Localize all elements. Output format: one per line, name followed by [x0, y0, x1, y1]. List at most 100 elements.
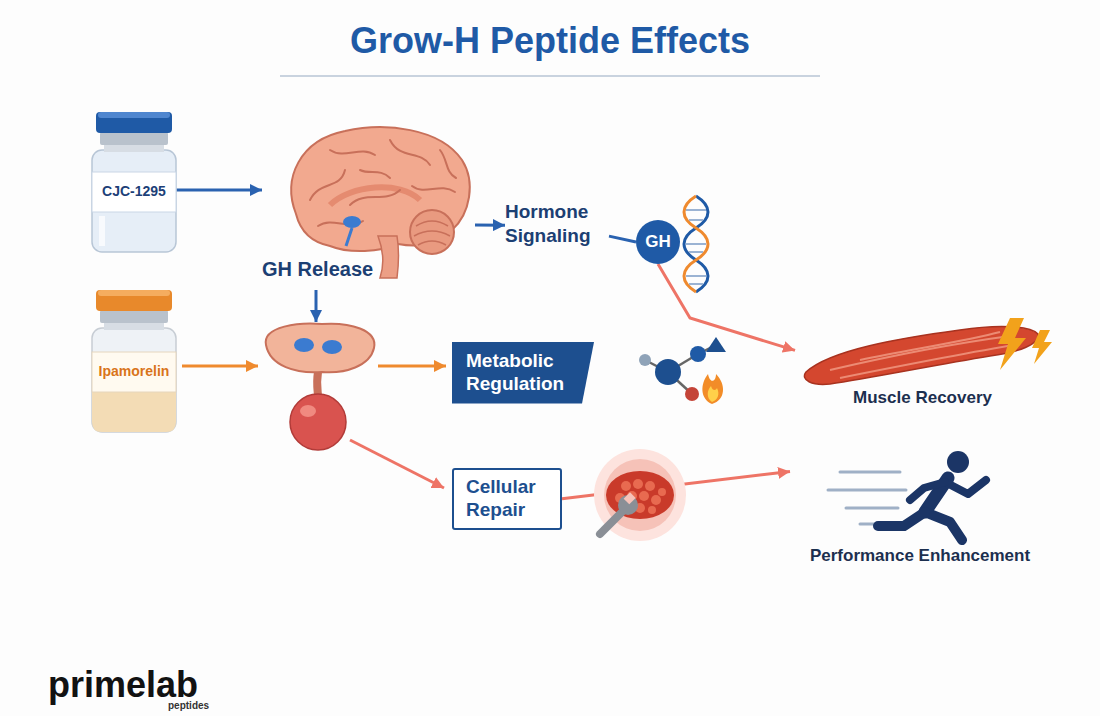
banner-box: Metabolic Regulation [452, 342, 594, 404]
brain-illustration-part [343, 216, 361, 228]
brain-illustration-part-part [310, 170, 345, 200]
brain-illustration-part-part [350, 190, 400, 205]
dna-helix-part [684, 196, 708, 292]
runner-illustration-part-part [925, 512, 962, 540]
muscle-illustration-part-part [840, 344, 1020, 378]
vial-illustration-part [98, 290, 170, 296]
runner-illustration-part-part [910, 482, 945, 500]
runner-illustration-part-part [846, 507, 898, 510]
flow-arrows-part [350, 440, 444, 488]
runner-illustration-part-part [828, 489, 906, 492]
dna-helix-part-part [686, 243, 706, 245]
flow-arrow [609, 236, 636, 242]
gh-circle: GH [636, 220, 680, 264]
molecule-icon-part [639, 354, 651, 366]
vial-illustration-part [100, 132, 168, 145]
cell-repair-icon-part-part [633, 479, 643, 489]
vial-illustration-part [98, 112, 170, 118]
flow-arrow [658, 264, 795, 350]
runner-illustration-part-part [945, 480, 986, 494]
runner-illustration-part [828, 472, 906, 524]
vial-illustration-part [104, 144, 164, 152]
muscle-illustration [804, 318, 1052, 384]
dna-helix-part-part [689, 251, 703, 253]
brain-illustration-part-part [390, 140, 430, 165]
cell-repair-icon-part-part [639, 491, 649, 501]
vial-node: Ipamorelin [92, 290, 176, 432]
vial-illustration-part [96, 112, 172, 133]
logo-word: primelab [48, 664, 198, 706]
brain-illustration-part-part [418, 241, 446, 245]
runner-illustration-part-part [840, 471, 900, 474]
muscle-illustration-part [830, 332, 1020, 378]
cell-repair-icon-part [594, 449, 686, 541]
muscle-illustration-part [1032, 330, 1052, 364]
node-label: Performance Enhancement [790, 546, 1050, 566]
cell-repair-icon-part-part [645, 481, 655, 491]
logo-subtitle: peptides [168, 700, 209, 711]
pituitary-illustration-part [290, 394, 346, 450]
runner-illustration-part [878, 478, 986, 540]
runner-node: Performance Enhancement [790, 440, 1050, 566]
text-node: Hormone Signaling [505, 200, 609, 248]
brain-illustration-part [414, 221, 450, 245]
vial-illustration-part [96, 290, 172, 311]
node-label: GH Release [262, 258, 373, 281]
dna-helix-part-part [689, 283, 703, 285]
cell-repair-icon-part [606, 471, 674, 519]
molecule-icon-part [706, 337, 726, 352]
dna-helix-part-part [686, 275, 706, 277]
brain-illustration-part-part [330, 150, 375, 155]
brain-illustration [291, 127, 469, 278]
dna-helix-part [686, 210, 706, 284]
vial-illustration-part [92, 328, 176, 432]
muscle-illustration-part-part [830, 336, 1010, 370]
muscle-illustration-part [998, 318, 1026, 370]
vial-illustration-part [92, 172, 176, 212]
brain-illustration-part-part [414, 231, 450, 236]
banner-box: Cellular Repair [452, 468, 562, 530]
node-label: Hormone Signaling [505, 200, 609, 248]
vial-illustration-part [92, 392, 176, 432]
node-label: Cellular Repair [466, 476, 548, 522]
runner-illustration-part-part [878, 512, 925, 526]
dna-helix-part [684, 196, 708, 292]
brain-illustration-part-part [360, 170, 390, 178]
brain-illustration-part [330, 187, 420, 205]
muscle-illustration-part-part [860, 332, 1000, 360]
brain-illustration-part [410, 210, 454, 254]
node-label: Muscle Recovery [795, 388, 1050, 408]
brain-node: GH Release [262, 128, 475, 283]
cell-repair-icon-part [624, 492, 636, 504]
pituitary-illustration [266, 324, 375, 450]
vial-node: CJC-1295 [92, 112, 176, 252]
molecule-icon [639, 337, 726, 404]
node-label: Metabolic Regulation [466, 350, 570, 396]
brain-illustration-part [291, 127, 469, 251]
brain-illustration-part [378, 236, 399, 278]
molecule-icon-part [685, 387, 699, 401]
brain-illustration-part-part [416, 221, 448, 226]
vial-illustration-part [99, 216, 105, 246]
vial-illustration-part [104, 322, 164, 330]
pituitary-illustration-part [294, 338, 314, 352]
cell-repair-icon-part-part [621, 481, 631, 491]
node-label: Ipamorelin [92, 363, 176, 379]
brain-illustration-part-part [440, 150, 456, 178]
molecule-icon-part [690, 346, 706, 362]
pituitary-illustration-part [266, 324, 375, 373]
molecule-icon-part [655, 359, 681, 385]
vial-illustration [92, 112, 176, 252]
node-label: GH [645, 232, 671, 252]
pituitary-illustration-part [313, 372, 322, 396]
muscle-node: Muscle Recovery [795, 312, 1050, 408]
vial-illustration-part [92, 150, 176, 252]
molecule-icon-part [708, 386, 719, 402]
brain-illustration-part [346, 228, 352, 246]
vial-illustration-part [100, 310, 168, 323]
cell-repair-icon-part-part [648, 506, 656, 514]
pituitary-illustration-part [300, 405, 316, 417]
flow-arrows-part [378, 365, 446, 368]
brain-illustration-part-part [412, 186, 455, 192]
